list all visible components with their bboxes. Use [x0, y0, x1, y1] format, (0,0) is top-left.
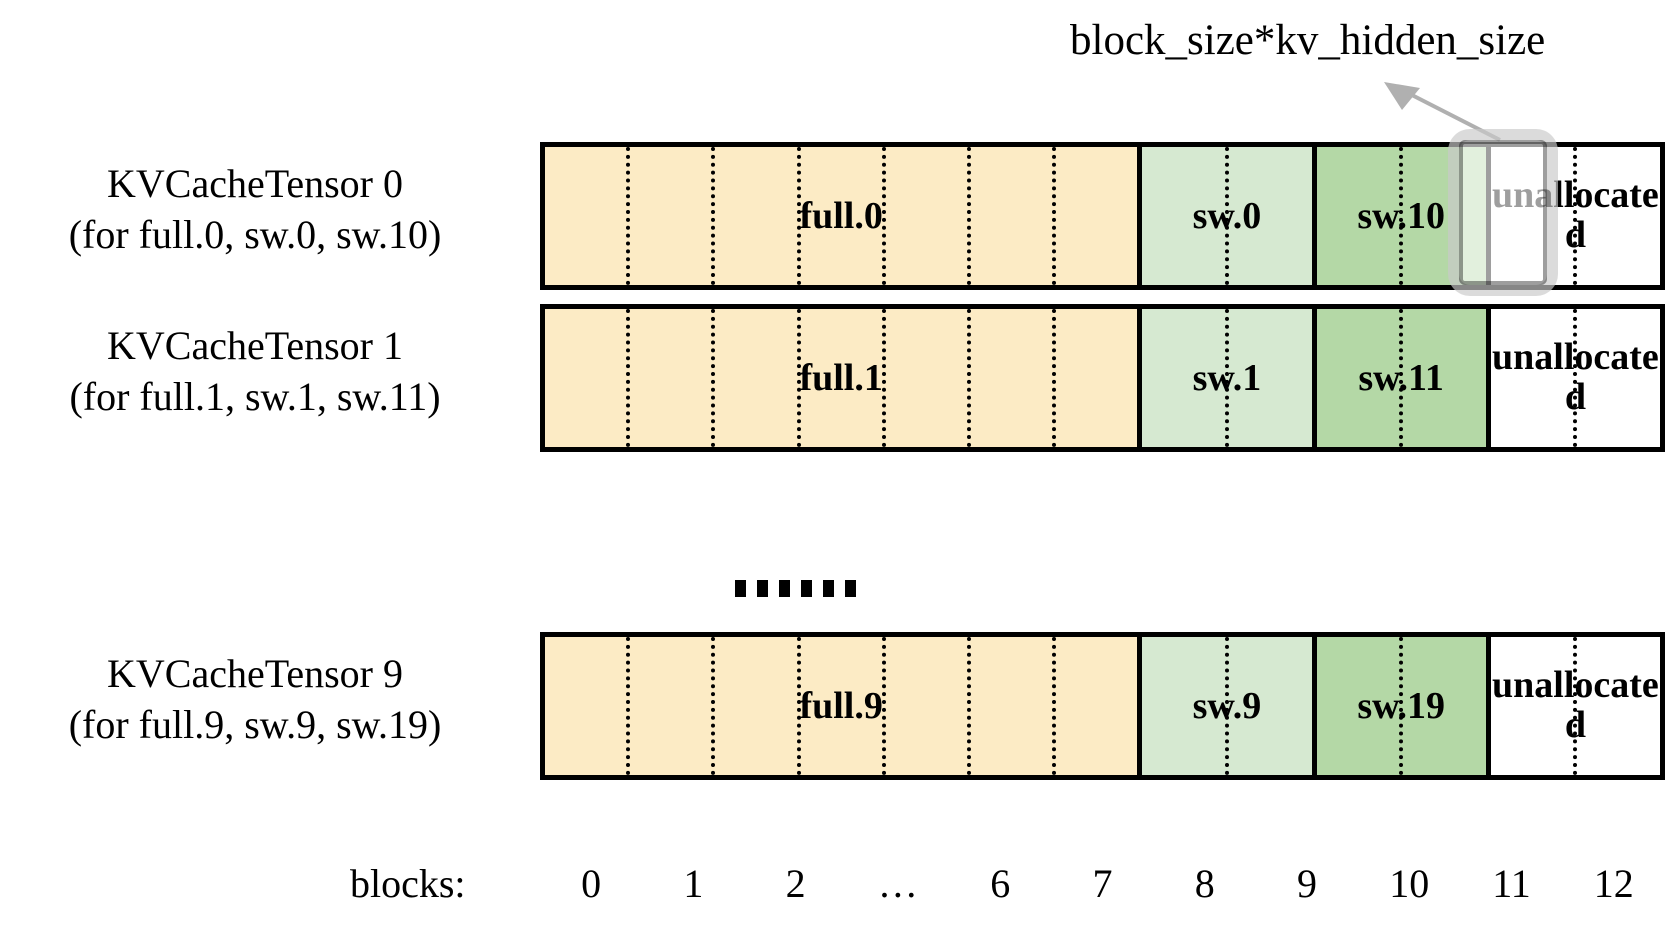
sw2-segment-2[interactable]: sw.19 — [1316, 637, 1491, 775]
tensor-bar-1[interactable]: full.1 sw.1 sw.11 unallocated — [540, 304, 1665, 452]
block-dividers — [545, 637, 1137, 775]
block-dividers — [1491, 309, 1660, 447]
highlighted-block-outline — [1448, 129, 1558, 296]
block-dividers — [545, 309, 1137, 447]
blocks-axis: blocks: 0 1 2 … 6 7 8 9 10 11 12 — [0, 860, 1676, 920]
annotation-label: block_size*kv_hidden_size — [1070, 17, 1546, 64]
segment-label: sw.11 — [1358, 357, 1444, 399]
block-dividers — [545, 147, 1137, 285]
axis-tick: 11 — [1492, 861, 1531, 906]
segment-label: unallocated — [1492, 336, 1659, 418]
blocks-axis-ticks: 0 1 2 … 6 7 8 9 10 11 12 — [540, 860, 1665, 907]
axis-tick: … — [877, 861, 918, 906]
row-title-1: KVCacheTensor 1 — [107, 323, 403, 368]
segment-label: sw.1 — [1192, 357, 1262, 399]
segment-label: full.1 — [799, 357, 883, 399]
unallocated-segment-1[interactable]: unallocated — [1490, 309, 1661, 447]
unallocated-segment-2[interactable]: unallocated — [1490, 637, 1661, 775]
axis-tick: 2 — [785, 861, 806, 906]
blocks-axis-title: blocks: — [350, 861, 466, 906]
row-title-0: KVCacheTensor 0 — [107, 161, 403, 206]
sw-segment-0[interactable]: sw.0 — [1142, 147, 1317, 285]
block-dividers — [1142, 309, 1311, 447]
row-subtitle-0: (for full.0, sw.0, sw.10) — [68, 212, 442, 258]
segment-label: full.9 — [799, 685, 883, 727]
segment-label: sw.9 — [1192, 685, 1262, 727]
full-segment-2[interactable]: full.9 — [545, 637, 1143, 775]
segment-label: sw.19 — [1357, 685, 1445, 727]
segment-label: unallocated — [1492, 664, 1659, 746]
segment-label: sw.10 — [1357, 195, 1445, 237]
block-dividers — [1142, 637, 1311, 775]
block-dividers — [1491, 637, 1660, 775]
block-dividers — [1491, 147, 1660, 285]
row-label-2: KVCacheTensor 9 (for full.9, sw.9, sw.19… — [20, 648, 490, 750]
row-label-0: KVCacheTensor 0 (for full.0, sw.0, sw.10… — [20, 158, 490, 260]
block-dividers — [1142, 147, 1311, 285]
sw-segment-1[interactable]: sw.1 — [1142, 309, 1317, 447]
row-title-2: KVCacheTensor 9 — [107, 651, 403, 696]
segment-label: full.0 — [799, 195, 883, 237]
axis-tick: 10 — [1389, 861, 1430, 906]
row-subtitle-1: (for full.1, sw.1, sw.11) — [69, 374, 441, 420]
sw-segment-2[interactable]: sw.9 — [1142, 637, 1317, 775]
row-label-1: KVCacheTensor 1 (for full.1, sw.1, sw.11… — [20, 320, 490, 422]
block-dividers — [1317, 637, 1486, 775]
full-segment-1[interactable]: full.1 — [545, 309, 1143, 447]
axis-tick: 0 — [581, 861, 602, 906]
axis-tick: 12 — [1593, 861, 1634, 906]
row-subtitle-2: (for full.9, sw.9, sw.19) — [68, 702, 442, 748]
tensor-bar-2[interactable]: full.9 sw.9 sw.19 unallocated — [540, 632, 1665, 780]
block-dividers — [1317, 309, 1486, 447]
sw2-segment-1[interactable]: sw.11 — [1316, 309, 1491, 447]
axis-tick: 1 — [683, 861, 704, 906]
segment-label: sw.0 — [1192, 195, 1262, 237]
axis-tick: 7 — [1092, 861, 1113, 906]
vertical-ellipsis — [735, 580, 856, 597]
block-dividers — [1317, 147, 1486, 285]
axis-tick: 9 — [1296, 861, 1317, 906]
axis-tick: 8 — [1194, 861, 1215, 906]
axis-tick: 6 — [990, 861, 1011, 906]
full-segment-0[interactable]: full.0 — [545, 147, 1143, 285]
